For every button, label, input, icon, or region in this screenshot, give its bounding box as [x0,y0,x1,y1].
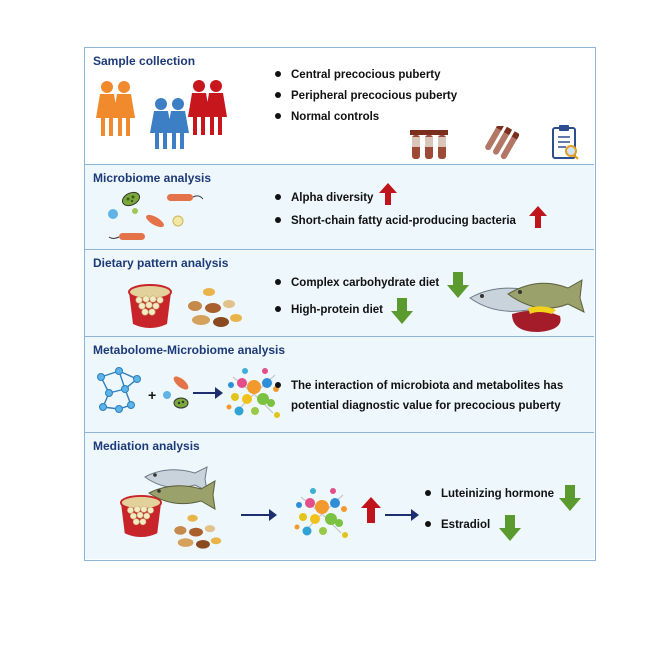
up-arrow-icon [379,183,397,205]
metabolite-cluster-icon [223,363,285,425]
down-arrow-icon [447,272,469,298]
network-icon [95,365,147,413]
bullet-short-chain-fatty-acid: Short-chain fatty acid-producing bacteri… [275,215,516,227]
panel-metabolome-microbiome-analysis: Metabolome-Microbiome analysis + [85,337,594,433]
panel-dietary-pattern-analysis: Dietary pattern analysis Complex carbohy… [85,250,594,337]
bullet-complex-carbohydrate-diet: Complex carbohydrate diet [275,277,439,289]
nuts-icon [181,286,245,332]
panel-title: Sample collection [93,54,196,68]
sample-tubes-icon [408,128,450,160]
metabolite-cluster-icon [291,483,353,545]
beans-bowl-icon [127,282,173,330]
bullet-luteinizing-hormone: Luteinizing hormone [425,488,554,500]
fish-icon [143,463,225,513]
bullet-normal-controls: Normal controls [275,111,379,123]
panel-title: Microbiome analysis [93,171,212,185]
panel-microbiome-analysis: Microbiome analysis Alpha diversity Shor… [85,165,594,250]
bullet-alpha-diversity: Alpha diversity [275,192,373,204]
bullet-estradiol: Estradiol [425,519,490,531]
down-arrow-icon [499,515,521,541]
bacteria-icon [105,187,215,247]
panel-sample-collection: Sample collection Central precocious pub… [85,48,594,165]
right-arrow-icon [385,509,419,521]
bullet-central-precocious: Central precocious puberty [275,69,441,81]
bacteria-icon [159,373,193,413]
bullet-interaction-statement-line2: potential diagnostic value for precociou… [291,400,561,412]
test-tubes-icon [483,126,519,160]
bullet-peripheral-precocious: Peripheral precocious puberty [275,90,457,102]
clipboard-checklist-icon [550,124,580,160]
plus-symbol: + [148,387,157,403]
panel-title: Mediation analysis [93,439,200,453]
up-arrow-icon [361,497,381,523]
panel-title: Metabolome-Microbiome analysis [93,343,286,357]
beans-bowl-icon [119,493,163,539]
people-group-icon [91,74,241,154]
fish-meat-icon [468,274,590,336]
down-arrow-icon [391,298,413,324]
bullet-interaction-statement-line1: The interaction of microbiota and metabo… [275,380,563,392]
right-arrow-icon [193,387,223,399]
up-arrow-icon [529,206,547,228]
panel-title: Dietary pattern analysis [93,256,229,270]
down-arrow-icon [559,485,581,511]
right-arrow-icon [241,509,277,521]
panel-mediation-analysis: Mediation analysis [85,433,594,559]
nuts-icon [167,513,225,553]
bullet-high-protein-diet: High-protein diet [275,304,383,316]
